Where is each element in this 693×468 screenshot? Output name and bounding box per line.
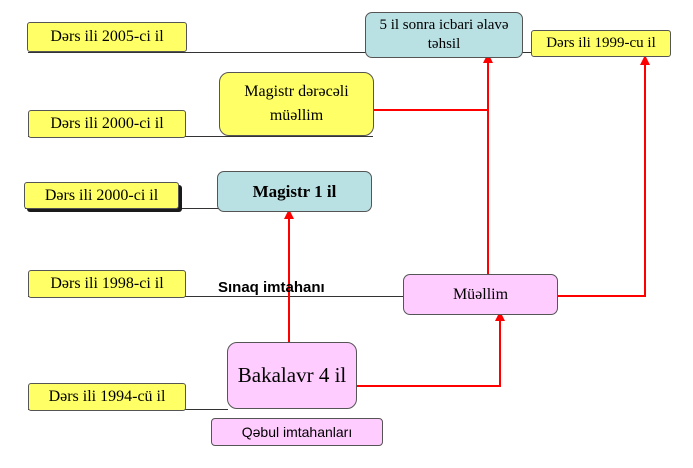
arrow-bachelor-to-teacher [356,311,505,387]
trial-exam-label: Sınaq imtahanı [218,279,325,296]
teacher-node: Müəllim [403,274,558,315]
bachelor-node: Bakalavr 4 il [227,342,357,409]
timeline-line-2005 [28,52,628,53]
year-label-1999: Dərs ili 1999-cu il [531,30,671,57]
year-label-1994: Dərs ili 1994-cü il [28,383,186,411]
timeline-line-2000a [28,136,373,137]
admission-exams-node: Qəbul imtahanları [211,418,383,446]
additional-education-node: 5 il sonra icbari əlavə təhsil [365,12,523,58]
master-node: Magistr 1 il [217,171,372,212]
year-label-2005: Dərs ili 2005-ci il [27,22,187,52]
timeline-line-1998 [28,296,403,297]
year-label-2000-master: Dərs ili 2000-ci il [24,182,179,209]
year-label-1998: Dərs ili 1998-ci il [28,270,186,298]
year-label-2000-master-teacher: Dərs ili 2000-ci il [28,110,186,138]
arrow-teacher-to-1999 [557,55,650,297]
master-teacher-node: Magistr dərəcəli müəllim [219,72,374,136]
timeline-line-2000b [25,208,370,209]
